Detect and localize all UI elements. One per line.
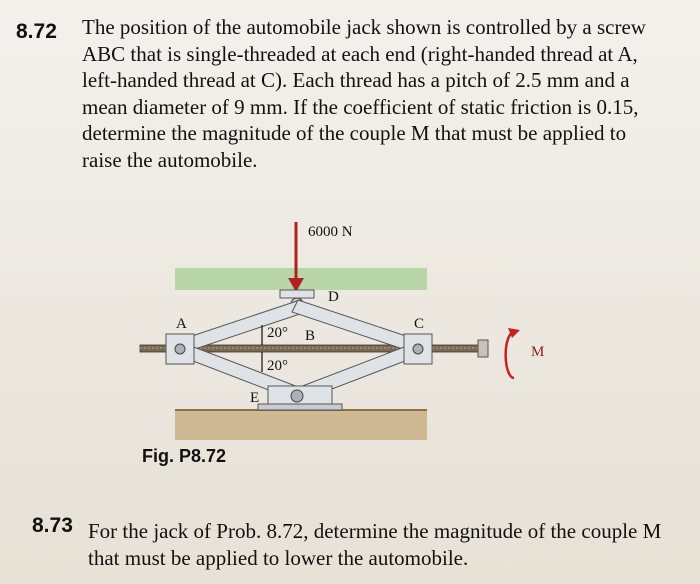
figure-caption: Fig. P8.72 [142, 446, 227, 466]
label-b: B [305, 328, 315, 344]
label-a: A [176, 316, 187, 332]
angle-upper: 20° [267, 325, 288, 341]
label-e: E [250, 390, 259, 406]
arm-upper-right [291, 299, 419, 353]
couple-arrow [504, 330, 515, 380]
statement-line: mean diameter of 9 mm. If the coefficien… [82, 94, 639, 119]
angle-lower: 20° [267, 358, 288, 374]
label-c: C [414, 316, 424, 332]
crank [477, 339, 489, 358]
problem-number-873: 8.73 [32, 514, 73, 537]
problem-873-statement: For the jack of Prob. 8.72, determine th… [88, 518, 688, 571]
couple-label: M [531, 344, 544, 360]
block-c [403, 333, 433, 365]
problem-872-statement: The position of the automobile jack show… [82, 14, 682, 173]
label-d: D [328, 289, 339, 305]
statement-line: For the jack of Prob. 8.72, determine th… [88, 519, 662, 543]
statement-line: that must be applied to lower the automo… [88, 545, 469, 570]
statement-line: determine the magnitude of the couple M … [82, 121, 627, 145]
pin-e [290, 389, 304, 403]
problem-number-872: 8.72 [16, 20, 57, 43]
statement-line: ABC that is single-threaded at each end … [82, 41, 638, 66]
load-arrow-head [288, 278, 304, 292]
top-pad [279, 289, 315, 299]
load-label: 6000 N [308, 224, 353, 240]
statement-line: The position of the automobile jack show… [82, 15, 646, 39]
statement-line: left-handed thread at C). Each thread ha… [82, 68, 630, 92]
statement-line: raise the automobile. [82, 147, 258, 172]
ground [175, 410, 427, 440]
